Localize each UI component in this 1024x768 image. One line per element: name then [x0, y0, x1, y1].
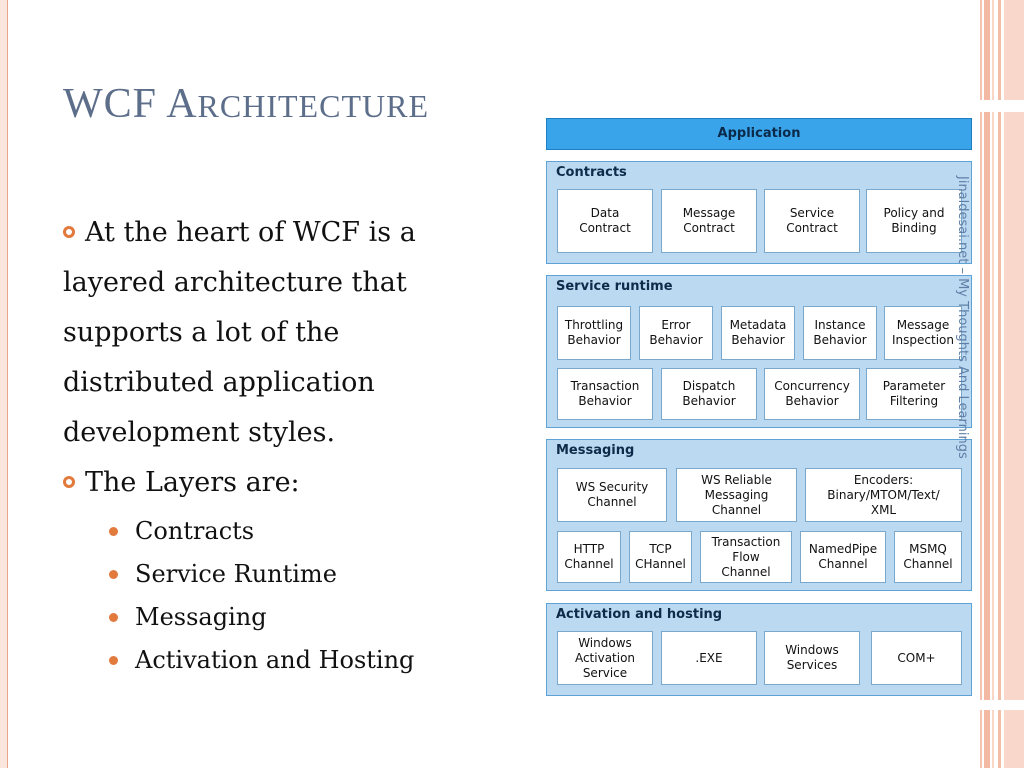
- circle-bullet-icon: [63, 476, 75, 488]
- right-stripes: [980, 0, 1024, 768]
- list-item: Contracts: [105, 510, 523, 553]
- diagram-box: Encoders:Binary/MTOM/Text/XML: [805, 468, 962, 522]
- left-border: [0, 0, 8, 768]
- watermark: Jinaldesai.net – My Thoughts And Learnin…: [944, 176, 988, 526]
- list-item: Activation and Hosting: [105, 639, 523, 682]
- layer-label: Activation and hosting: [556, 607, 723, 622]
- layer-label: Service runtime: [556, 279, 673, 294]
- diagram-box: .EXE: [661, 631, 757, 685]
- bullet-list: At the heart of WCF is a layered archite…: [63, 208, 523, 682]
- layer-label: Contracts: [556, 165, 627, 180]
- slide-title: WCF ARCHITECTURE: [63, 81, 429, 127]
- application-layer: Application: [546, 118, 972, 150]
- diagram-box: COM+: [871, 631, 962, 685]
- layer-label: Messaging: [556, 443, 635, 458]
- circle-bullet-icon: [63, 226, 75, 238]
- bullet-paragraph: At the heart of WCF is a layered archite…: [63, 217, 416, 448]
- watermark-text: Jinaldesai.net – My Thoughts And Learnin…: [955, 176, 970, 459]
- list-item: Service Runtime: [105, 553, 523, 596]
- list-item: Messaging: [105, 596, 523, 639]
- bullet-paragraph: The Layers are:: [63, 458, 523, 508]
- layer-list: Contracts Service Runtime Messaging Acti…: [105, 510, 523, 682]
